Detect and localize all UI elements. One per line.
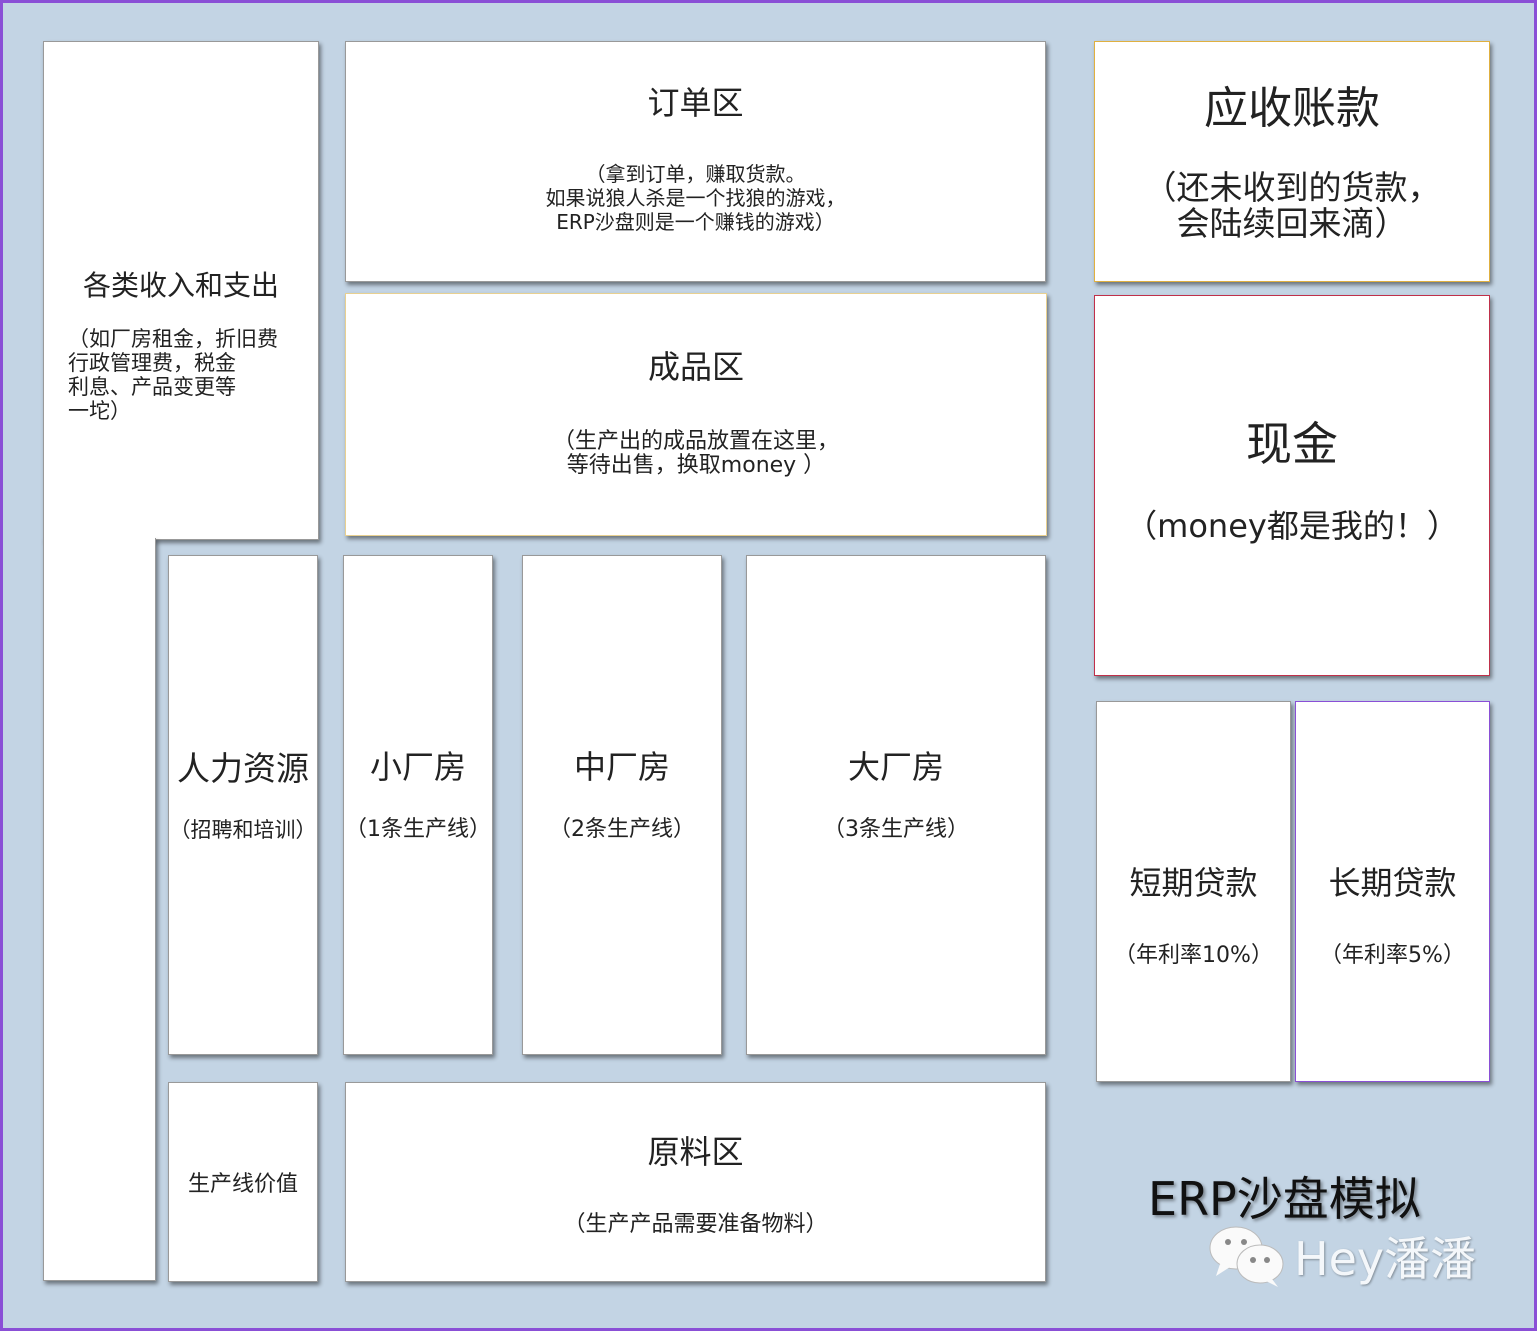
- small-plant-box: 小厂房 （1条生产线）: [343, 555, 493, 1055]
- orders-box: 订单区 （拿到订单，赚取货款。 如果说狼人杀是一个找狼的游戏， ERP沙盘则是一…: [345, 41, 1046, 282]
- small-plant-title: 小厂房: [369, 748, 466, 786]
- cash-title: 现金: [1246, 417, 1338, 471]
- short-loan-box: 短期贷款 （年利率10%）: [1096, 701, 1291, 1082]
- expenses-box: 各类收入和支出 （如厂房租金，折旧费 行政管理费，税金 利息、产品变更等 一坨）: [43, 41, 319, 540]
- finished-sub: （生产出的成品放置在这里， 等待出售，换取money ）: [552, 429, 839, 478]
- orders-title: 订单区: [647, 84, 744, 122]
- mid-plant-title: 中厂房: [573, 748, 670, 786]
- receivables-title: 应收账款: [1204, 83, 1380, 134]
- finished-goods-box: 成品区 （生产出的成品放置在这里， 等待出售，换取money ）: [345, 293, 1047, 536]
- watermark: Hey潘潘: [1208, 1223, 1476, 1289]
- hr-box: 人力资源 （招聘和培训）: [168, 555, 318, 1055]
- materials-sub: （生产产品需要准备物料）: [563, 1212, 828, 1237]
- mid-plant-box: 中厂房 （2条生产线）: [522, 555, 722, 1055]
- materials-title: 原料区: [647, 1133, 744, 1171]
- materials-box: 原料区 （生产产品需要准备物料）: [345, 1082, 1046, 1282]
- cash-box: 现金 （money都是我的！）: [1094, 295, 1490, 676]
- receivables-box: 应收账款 （还未收到的货款， 会陆续回来滴）: [1094, 41, 1490, 282]
- wechat-icon: [1209, 1226, 1284, 1287]
- line-value-box: 生产线价值: [168, 1082, 318, 1282]
- receivables-sub: （还未收到的货款， 会陆续回来滴）: [1143, 168, 1441, 243]
- long-loan-title: 长期贷款: [1328, 864, 1457, 902]
- mid-plant-sub: （2条生产线）: [549, 817, 695, 842]
- hr-title: 人力资源: [177, 749, 309, 788]
- watermark-text: Hey潘潘: [1294, 1232, 1477, 1286]
- long-loan-sub: （年利率5%）: [1320, 943, 1465, 968]
- big-plant-sub: （3条生产线）: [823, 817, 969, 842]
- expenses-title: 各类收入和支出: [82, 269, 279, 302]
- orders-sub: （拿到订单，赚取货款。 如果说狼人杀是一个找狼的游戏， ERP沙盘则是一个赚钱的…: [545, 162, 846, 234]
- finished-title: 成品区: [647, 348, 744, 386]
- cash-sub: （money都是我的！）: [1125, 507, 1459, 545]
- short-loan-sub: （年利率10%）: [1114, 943, 1273, 968]
- expenses-box-join: [44, 528, 155, 543]
- hr-sub: （招聘和培训）: [169, 818, 317, 842]
- big-plant-box: 大厂房 （3条生产线）: [746, 555, 1046, 1055]
- long-loan-box: 长期贷款 （年利率5%）: [1295, 701, 1490, 1082]
- line-value-title: 生产线价值: [187, 1172, 298, 1197]
- expenses-box-column: [43, 538, 156, 1281]
- short-loan-title: 短期贷款: [1129, 864, 1258, 902]
- big-plant-title: 大厂房: [847, 748, 944, 786]
- small-plant-sub: （1条生产线）: [345, 817, 491, 842]
- brand-title: ERP沙盘模拟: [1148, 1172, 1421, 1226]
- expenses-sub: （如厂房租金，折旧费 行政管理费，税金 利息、产品变更等 一坨）: [68, 327, 278, 423]
